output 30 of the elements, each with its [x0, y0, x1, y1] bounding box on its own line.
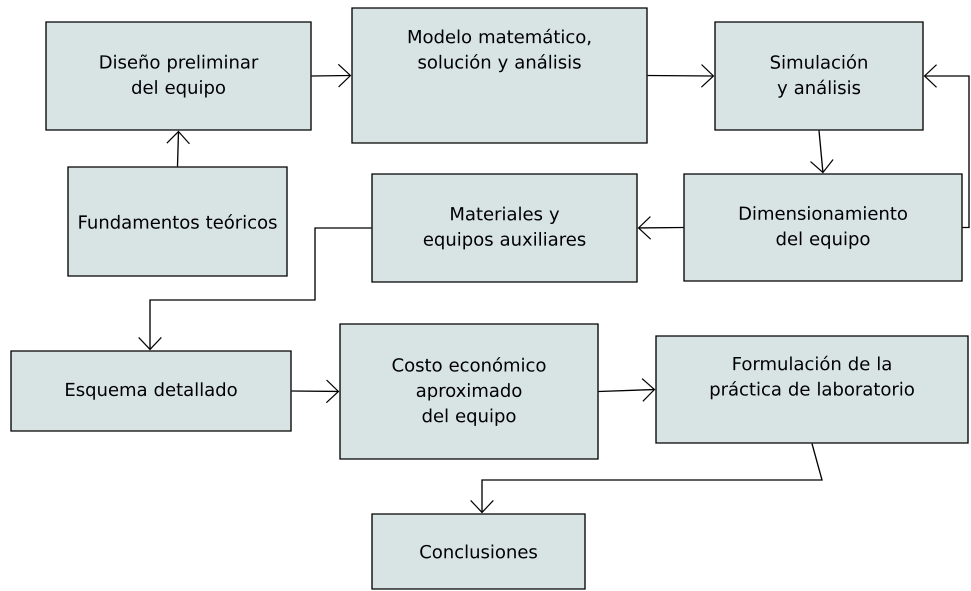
process-box — [371, 173, 638, 283]
node-label: Materiales y equipos auxiliares — [424, 206, 586, 250]
node-label: Esquema detallado — [66, 382, 237, 400]
arrow — [648, 64, 714, 88]
process-box — [371, 513, 586, 590]
node-label: Costo económico aproximado del equipo — [392, 357, 546, 426]
process-box — [714, 21, 924, 131]
arrow — [598, 378, 656, 402]
process-box — [339, 323, 599, 460]
node-label: Simulación y análisis — [770, 54, 867, 98]
process-box — [683, 173, 963, 282]
arrow — [166, 130, 190, 166]
node-label: Formulación de la práctica de laboratorio — [710, 356, 914, 400]
process-box — [10, 350, 292, 432]
arrow — [810, 130, 834, 174]
node-label: Modelo matemático, solución y análisis — [408, 28, 590, 72]
arrow — [312, 64, 352, 88]
arrow — [292, 380, 340, 404]
node-label: Diseño preliminar del equipo — [100, 54, 258, 98]
process-box — [655, 335, 969, 444]
process-box — [67, 166, 288, 277]
arrow — [138, 227, 372, 350]
process-box — [351, 7, 648, 144]
arrow — [470, 443, 823, 514]
process-box — [45, 21, 312, 131]
node-label: Fundamentos teóricos — [79, 214, 277, 229]
arrow — [924, 64, 970, 228]
arrow — [638, 216, 684, 240]
node-label: Dimensionamiento del equipo — [740, 206, 907, 249]
node-label: Conclusiones — [420, 544, 537, 558]
